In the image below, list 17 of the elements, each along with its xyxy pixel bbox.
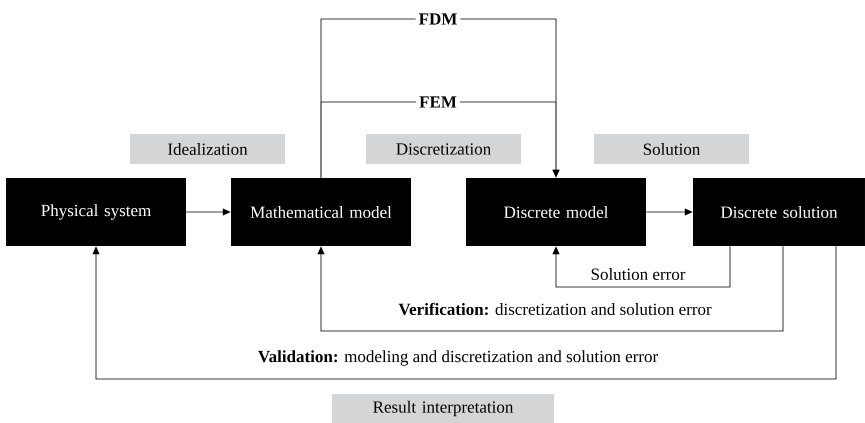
stage-label-box: Result interpretation (332, 394, 554, 423)
model-box: Discrete model (466, 178, 646, 246)
edge-label: FDM (416, 10, 460, 28)
model-box: Discrete solution (693, 178, 865, 246)
model-box: Mathematical model (231, 178, 411, 246)
arrow (552, 246, 730, 288)
stage-label-box: Idealization (130, 134, 285, 164)
stage-label-box: Solution (594, 134, 749, 164)
model-box: Physical system (6, 178, 186, 246)
arrow (317, 246, 784, 332)
edge-label: FEM (416, 93, 460, 111)
edge-label: Solution error (588, 265, 688, 283)
edge-label: Validation: modeling and discretization and solution error (254, 347, 662, 369)
edge-label: Verification: discretization and solution error (395, 300, 715, 318)
arrow (320, 102, 560, 178)
stage-label-box: Discretization (366, 134, 521, 164)
arrow (92, 246, 836, 380)
